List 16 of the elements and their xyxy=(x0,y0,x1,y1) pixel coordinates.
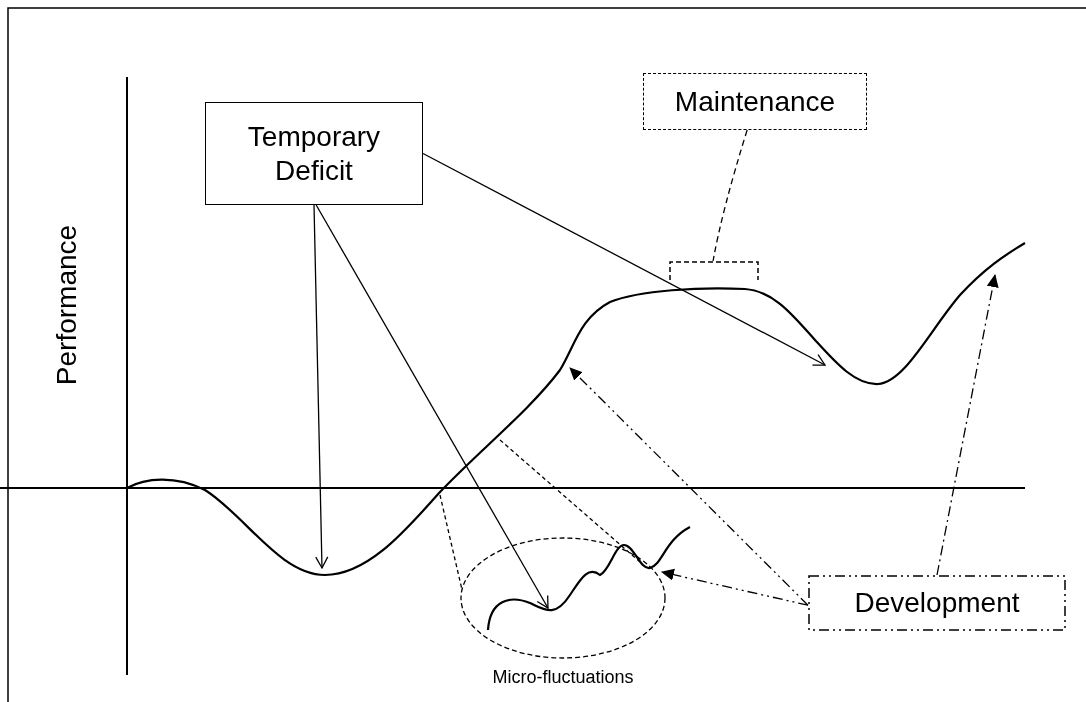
arrow xyxy=(422,152,826,366)
callout-box: Maintenance xyxy=(643,73,867,130)
zoom-line xyxy=(499,439,641,563)
arrow xyxy=(569,367,809,606)
axis-label: Performance xyxy=(51,224,83,386)
leader-line xyxy=(712,129,748,262)
arrow xyxy=(660,568,809,606)
zoom-line xyxy=(439,494,463,591)
callout-box: Development xyxy=(808,575,1066,631)
arrow xyxy=(315,204,549,609)
arrow xyxy=(313,204,329,569)
zoom-ellipse xyxy=(460,537,666,659)
arrow xyxy=(936,274,999,576)
node-label: Micro-fluctuations xyxy=(491,667,635,688)
callout-box: Temporary Deficit xyxy=(205,102,423,205)
bracket xyxy=(669,261,759,280)
